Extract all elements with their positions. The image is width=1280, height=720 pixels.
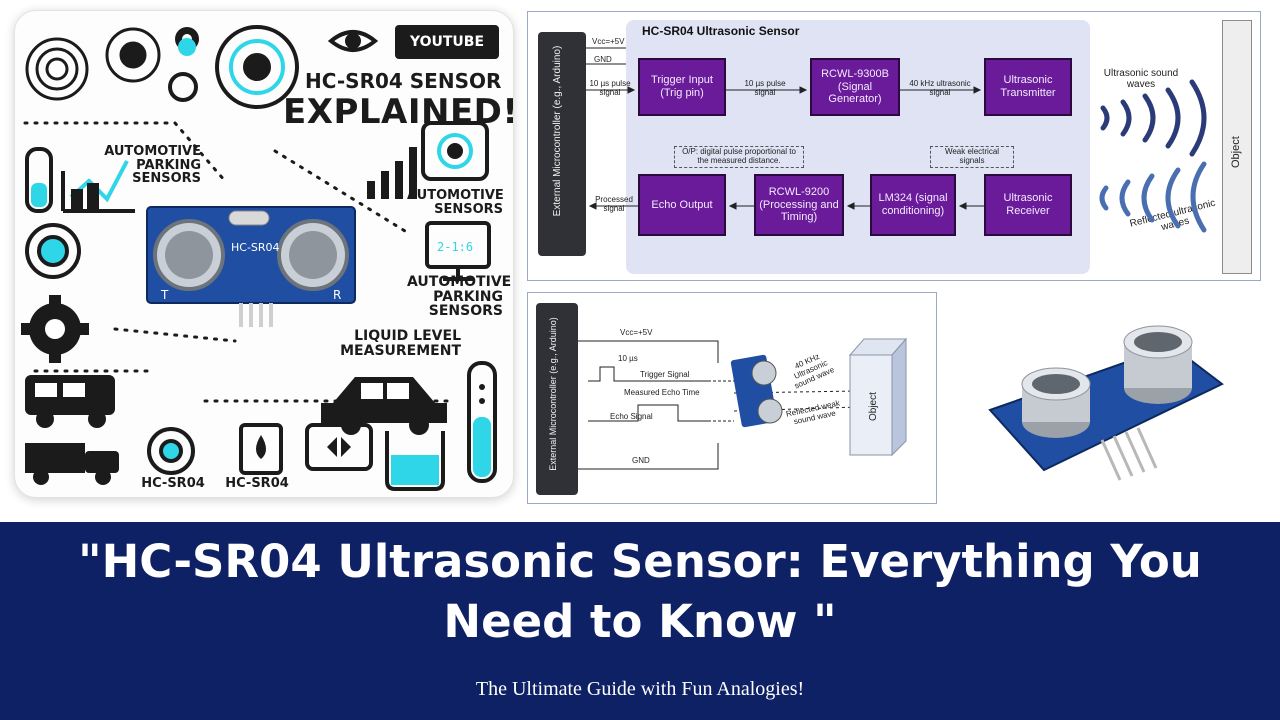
timing-diagram-panel: External Microcontroller (e.g., Arduino)…: [527, 292, 937, 504]
gnd-label: GND: [594, 55, 612, 64]
ultrasonic-speaker-icon: [215, 25, 299, 109]
bar-chart-icon: [367, 147, 417, 199]
label-automotive-sensors: AUTOMOTIVE SENSORS: [407, 188, 504, 217]
settings-gear-icon: [21, 295, 89, 363]
measured-echo-time-label: Measured Echo Time: [624, 388, 700, 397]
hc-sr04-module-illustration: HC-SR04 T R: [146, 206, 356, 327]
radar-icon: [105, 27, 161, 83]
block-diagram-title: HC-SR04 Ultrasonic Sensor: [642, 24, 800, 38]
title-banner: [0, 522, 1280, 720]
pulse-mid-label: 10 µs pulse signal: [744, 79, 786, 97]
microcontroller-label: External Microcontroller (e.g., Arduino): [552, 45, 563, 217]
transducer-left: [1021, 367, 1091, 438]
ten-us-label: 10 µs: [618, 354, 638, 363]
rcwl-9200-box: RCWL-9200 (Processing and Timing): [754, 174, 844, 236]
target-icon: [25, 37, 89, 101]
car-icon: [321, 377, 447, 435]
infographic-illustration: YOUTUBE HC-SR04 SENSOR EXPLAINED!: [14, 10, 514, 498]
object-bar: [1222, 20, 1252, 274]
vcc-label: Vcc=+5V: [592, 37, 625, 46]
ultrasonic-transmitter-box: Ultrasonic Transmitter: [984, 58, 1072, 116]
object-label: Object: [1230, 136, 1242, 168]
eye-icon: [327, 30, 379, 52]
sonar-ring-icon: [25, 223, 81, 279]
pulse-in-label: 10 µs pulse signal: [589, 79, 631, 97]
ring-icon: [147, 427, 195, 475]
label-hc-sr04-2: HC-SR04: [225, 476, 289, 491]
echo-signal-label: Echo Signal: [610, 412, 653, 421]
ultrasonic-receiver-box: Ultrasonic Receiver: [984, 174, 1072, 236]
test-tube-icon: [25, 147, 53, 213]
banner-subtitle: The Ultimate Guide with Fun Analogies!: [475, 678, 805, 700]
timing-gnd-label: GND: [632, 456, 650, 465]
transducer-right: [1123, 325, 1193, 404]
svg-text:2-1:6: 2-1:6: [437, 240, 473, 254]
label-automotive-parking-2: AUTOMOTIVE PARKING SENSORS: [407, 274, 512, 320]
timing-object-label: Object: [868, 392, 879, 421]
line-chart-icon: [61, 160, 135, 213]
pin-t-label: T: [160, 288, 169, 302]
timing-vcc-label: Vcc=+5V: [620, 328, 653, 337]
rcwl-9300b-box: RCWL-9300B (Signal Generator): [810, 58, 900, 116]
arrows-icon: [305, 423, 373, 471]
reflected-wave-label: Reflected weak sound wave: [785, 398, 841, 427]
block-diagram-panel: HC-SR04 Ultrasonic Sensor External Micro…: [527, 11, 1261, 281]
waves-out-label: Ultrasonic sound waves: [1103, 68, 1179, 90]
microcontroller-bar: [538, 32, 586, 256]
khz-label: 40 kHz ultrasonic signal: [909, 79, 971, 97]
speaker-ring-icon: [421, 121, 489, 181]
module-silk-label: HC-SR04: [231, 241, 280, 254]
youtube-badge: YOUTUBE: [395, 25, 499, 59]
processed-label: Processed signal: [595, 195, 633, 213]
timing-microcontroller-bar: [536, 303, 578, 495]
tall-test-tube-icon: [467, 361, 497, 483]
label-liquid-level: LIQUID LEVEL MEASUREMENT: [340, 328, 461, 359]
trigger-signal-label: Trigger Signal: [640, 370, 690, 379]
pin-r-label: R: [333, 288, 341, 302]
illustration-artwork: 2-1:6: [21, 25, 497, 491]
sound-wave-label: 40 KHz Ultrasonic sound wave: [792, 351, 836, 391]
weak-signals-note: Weak electrical signals: [930, 146, 1014, 168]
lm324-box: LM324 (signal conditioning): [870, 174, 956, 236]
gear-icon-small: [168, 27, 199, 102]
hc-sr04-photo: [988, 325, 1224, 481]
banner-title: "HC-SR04 Ultrasonic Sensor: Everything Y…: [78, 535, 1202, 648]
trigger-input-box: Trigger Input (Trig pin): [638, 58, 726, 116]
van-icon: [25, 375, 115, 428]
timing-microcontroller-label: External Microcontroller (e.g., Arduino): [548, 317, 558, 471]
truck-icon: [25, 443, 119, 485]
beaker-icon: [385, 431, 445, 491]
label-automotive-parking-1: AUTOMOTIVE PARKING SENSORS: [104, 144, 201, 187]
illustration-title-line1: HC-SR04 SENSOR: [305, 69, 502, 93]
timing-sensor-module: [730, 354, 783, 428]
monitor-icon: 2-1:6: [425, 221, 491, 281]
op-note: O/P: digital pulse proportional to the m…: [674, 146, 804, 168]
label-hc-sr04-1: HC-SR04: [141, 476, 205, 491]
droplet-sensor-icon: [239, 423, 283, 475]
echo-output-box: Echo Output: [638, 174, 726, 236]
waves-back-label: Reflected ultrasonic waves: [1128, 197, 1217, 234]
